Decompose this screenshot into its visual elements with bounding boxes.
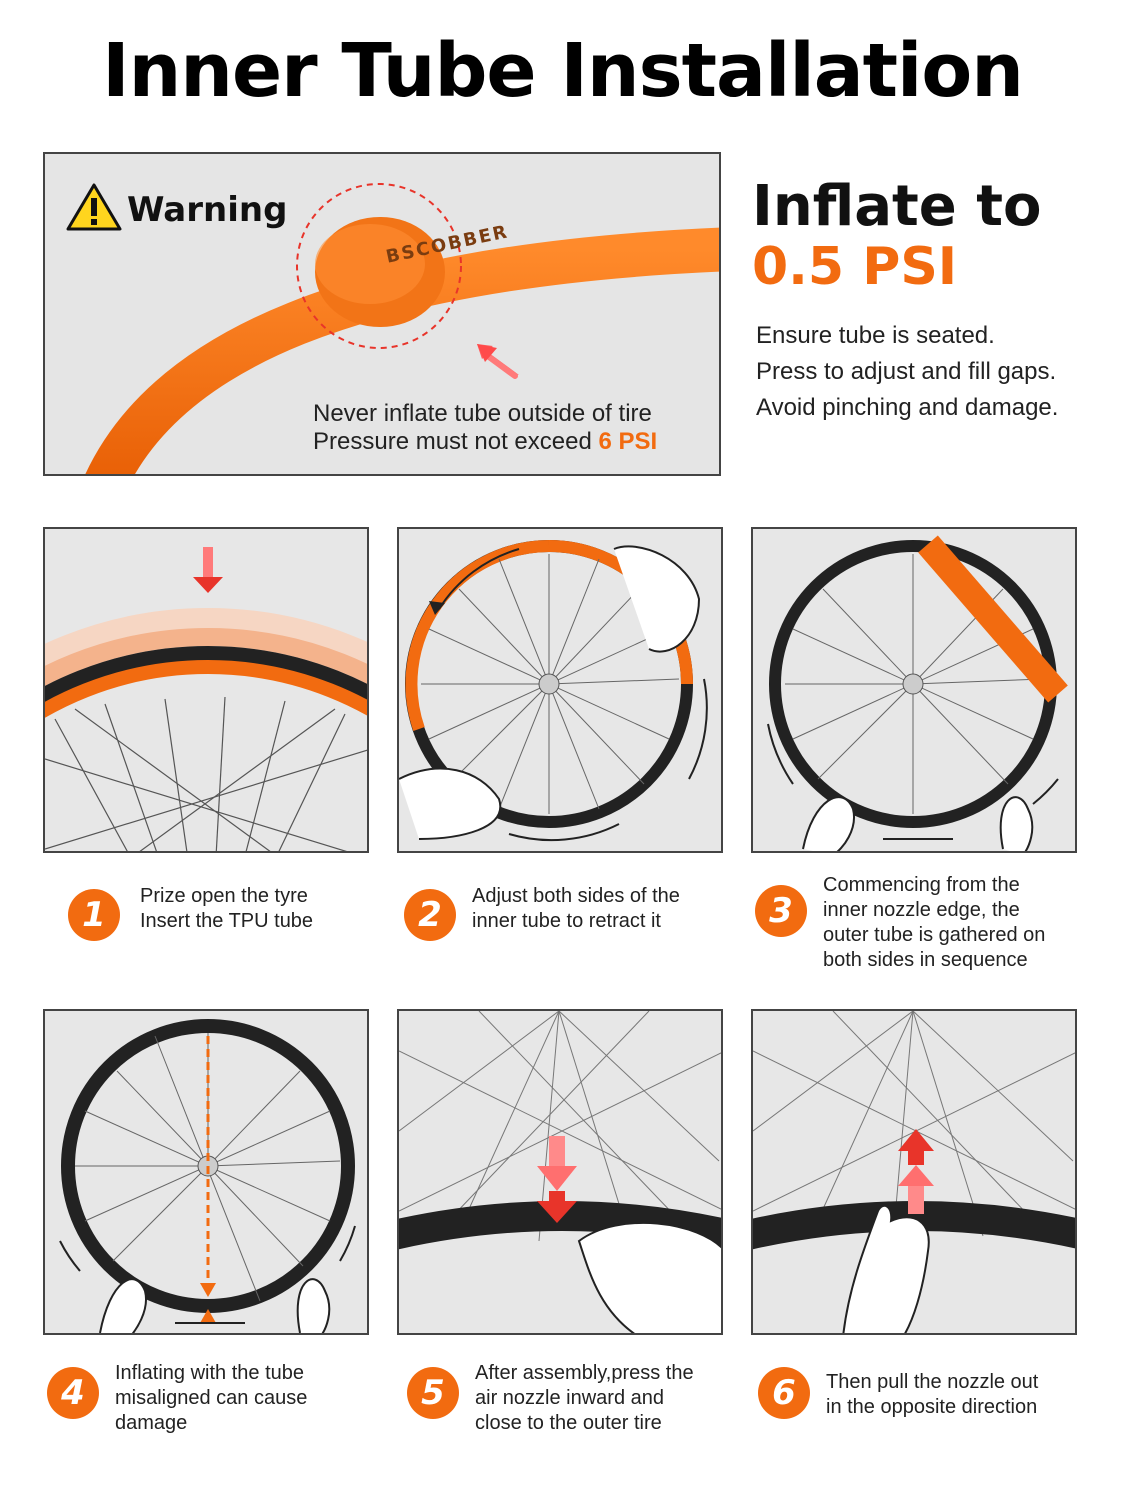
warning-note-line1: Never inflate tube outside of tire [313,400,652,427]
step-3-badge: 3 [755,885,807,937]
instruction-item: Ensure tube is seated. [756,322,995,349]
tube-illustration [85,183,719,474]
step-1-badge: 1 [68,889,120,941]
step-1-text: Prize open the tyre Insert the TPU tube [140,885,314,932]
step-2-text: Adjust both sides of the inner tube to r… [472,885,680,932]
pressure-limit: 6 PSI [598,428,658,455]
step-6-badge: 6 [758,1367,810,1419]
step-4-illustration [43,1009,369,1335]
warning-label: Warning [127,190,288,230]
step-2-illustration [397,527,723,853]
step-6-text: Then pull the nozzle out in the opposite… [826,1371,1039,1418]
step-3-text: Commencing from the inner nozzle edge, t… [823,874,1046,971]
instruction-item: Press to adjust and fill gaps. [756,358,1057,385]
inflate-value: 0.5 PSI [752,237,958,297]
inflate-heading: Inflate to [752,174,1042,239]
warning-note: Never inflate tube outside of tire Press… [313,400,657,456]
step-4-badge: 4 [47,1367,99,1419]
warning-panel: Warning BSCOBBER Never inflate tube outs… [43,152,721,476]
inflate-instructions: Ensure tube is seated. Press to adjust a… [756,318,1058,426]
step-4-text: Inflating with the tube misaligned can c… [115,1362,308,1434]
step-1-illustration [43,527,369,853]
step-5-illustration [397,1009,723,1335]
instruction-item: Avoid pinching and damage. [756,394,1059,421]
step-5-text: After assembly,press the air nozzle inwa… [475,1362,694,1434]
step-5-badge: 5 [407,1367,459,1419]
warning-note-line2: Pressure must not exceed 6 PSI [313,428,658,455]
step-2-badge: 2 [404,889,456,941]
page-title: Inner Tube Installation [102,28,1024,114]
step-3-illustration [751,527,1077,853]
step-6-illustration [751,1009,1077,1335]
